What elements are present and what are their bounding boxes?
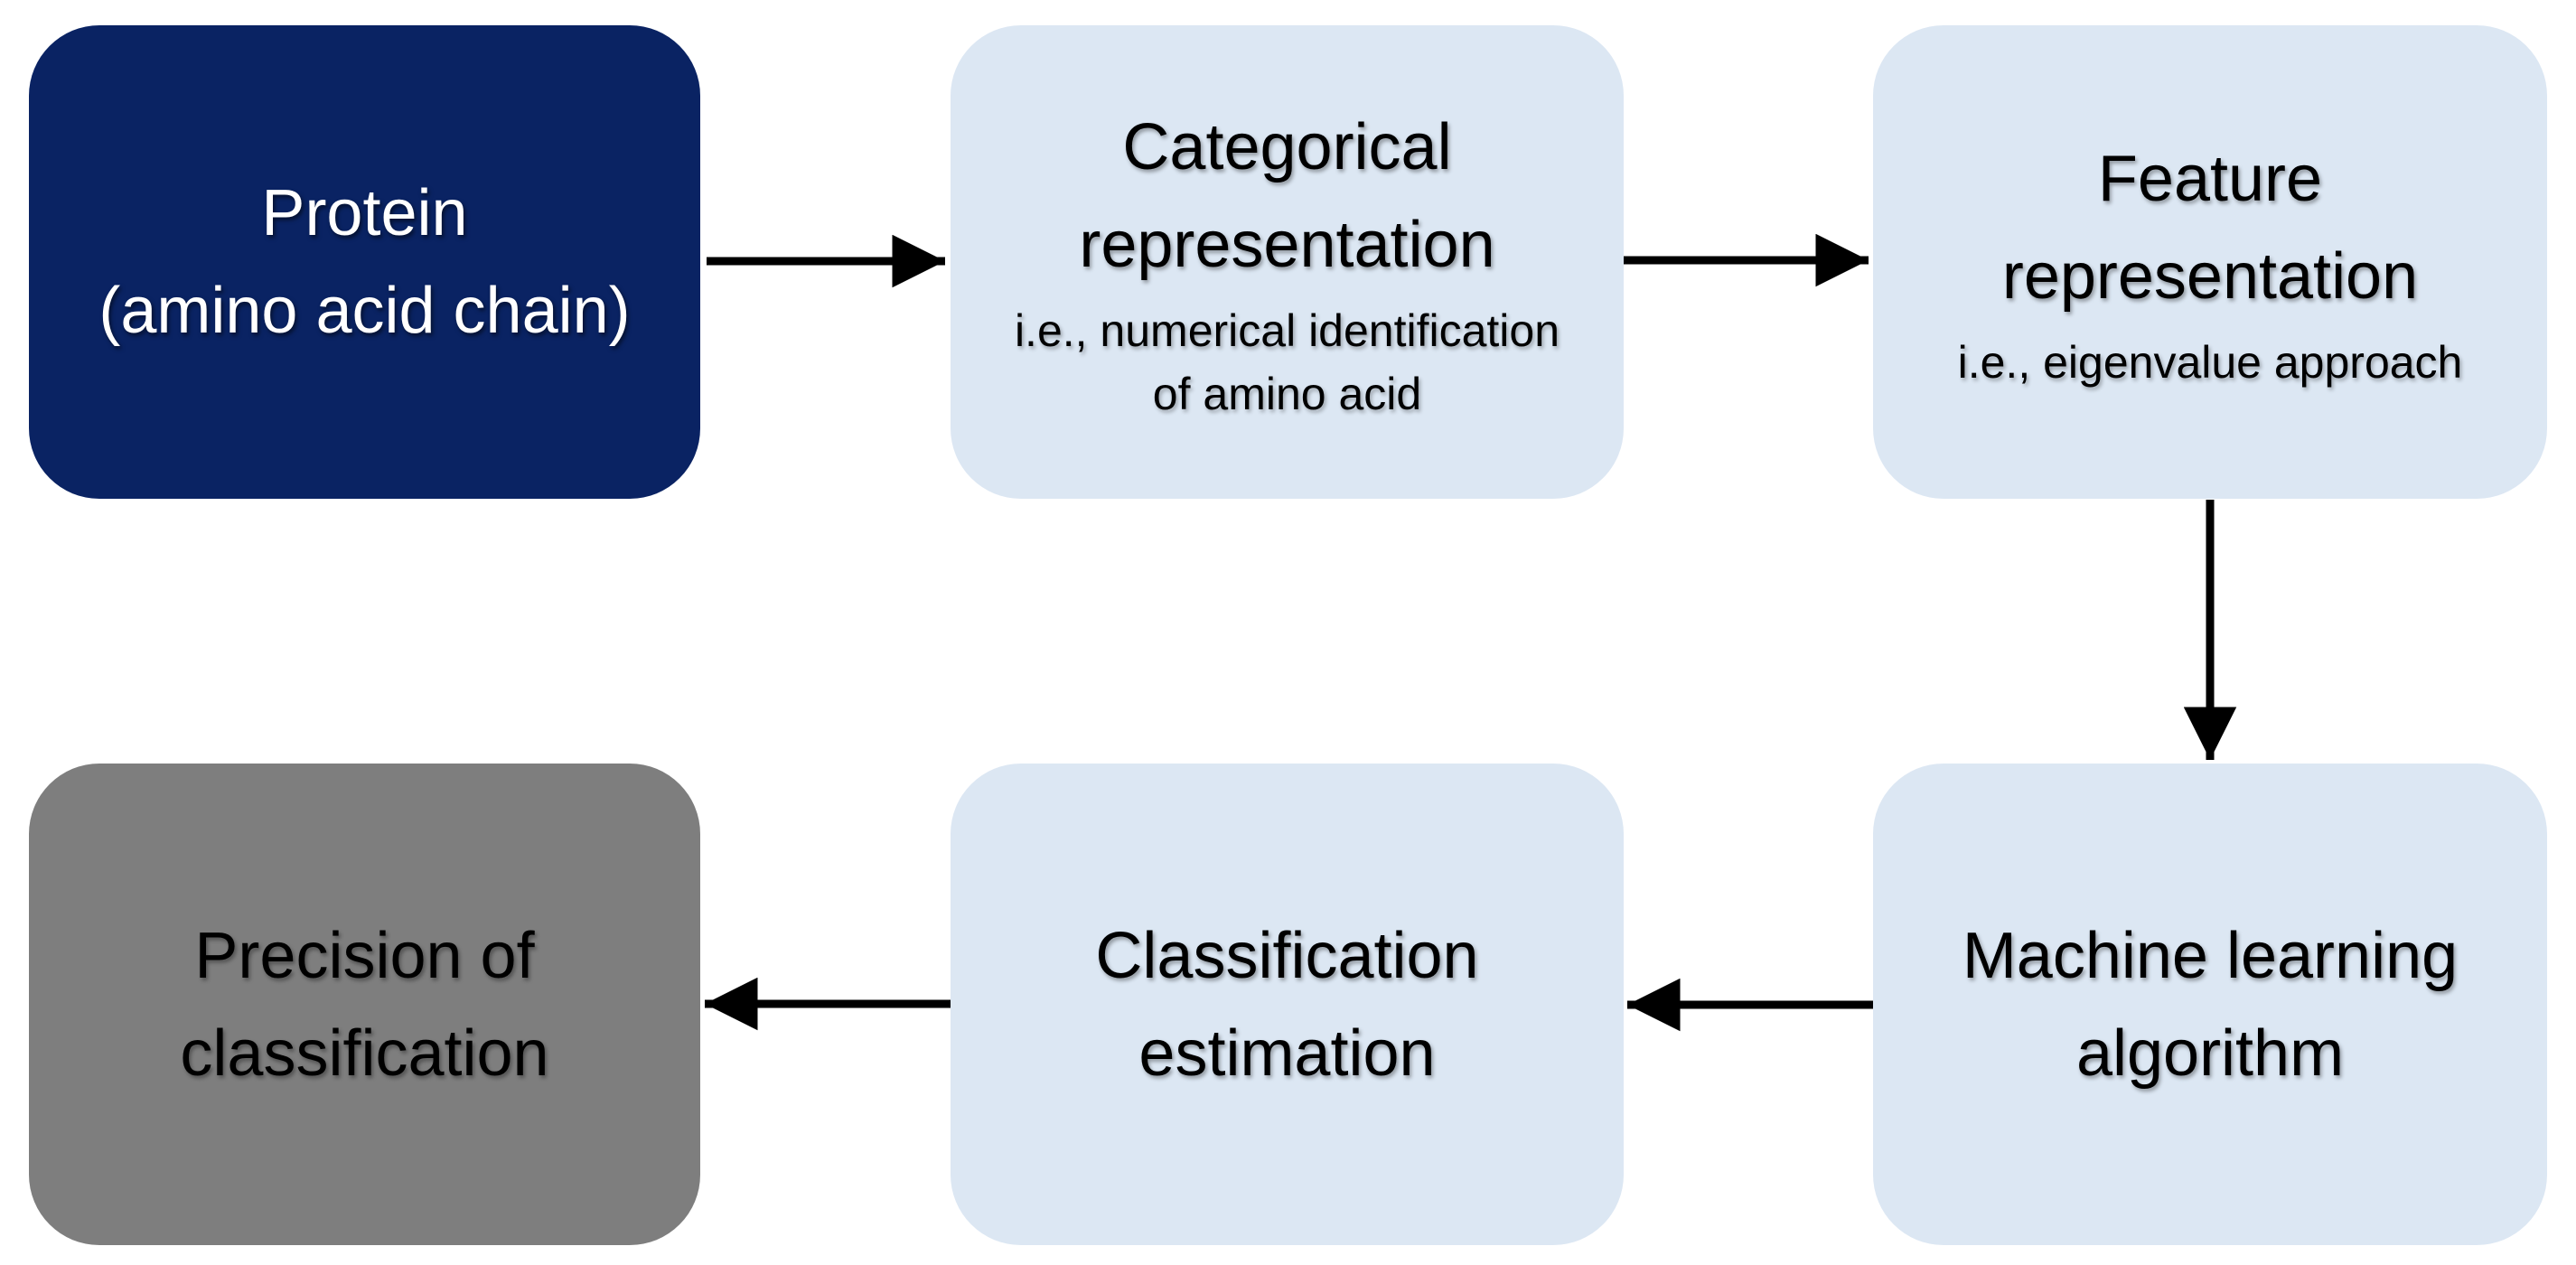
- node-protein-label: Protein (amino acid chain): [98, 177, 631, 347]
- node-feature-representation-subtitle: i.e., eigenvalue approach: [1957, 337, 2463, 388]
- node-classification-estimation: Classification estimation: [951, 764, 1624, 1245]
- node-categorical-representation-subtitle: i.e., numerical identification of amino …: [1014, 305, 1560, 419]
- node-categorical-representation: Categorical representation i.e., numeric…: [951, 25, 1624, 499]
- node-categorical-representation-label: Categorical representation: [1079, 111, 1495, 281]
- node-classification-estimation-label: Classification estimation: [1095, 919, 1479, 1090]
- node-protein: Protein (amino acid chain): [29, 25, 700, 499]
- node-machine-learning-algorithm: Machine learning algorithm: [1873, 764, 2547, 1245]
- node-precision-of-classification: Precision of classification: [29, 764, 700, 1245]
- node-feature-representation: Feature representation i.e., eigenvalue …: [1873, 25, 2547, 499]
- node-machine-learning-algorithm-label: Machine learning algorithm: [1962, 919, 2459, 1090]
- node-feature-representation-label: Feature representation: [2001, 143, 2419, 313]
- node-precision-of-classification-label: Precision of classification: [180, 919, 549, 1090]
